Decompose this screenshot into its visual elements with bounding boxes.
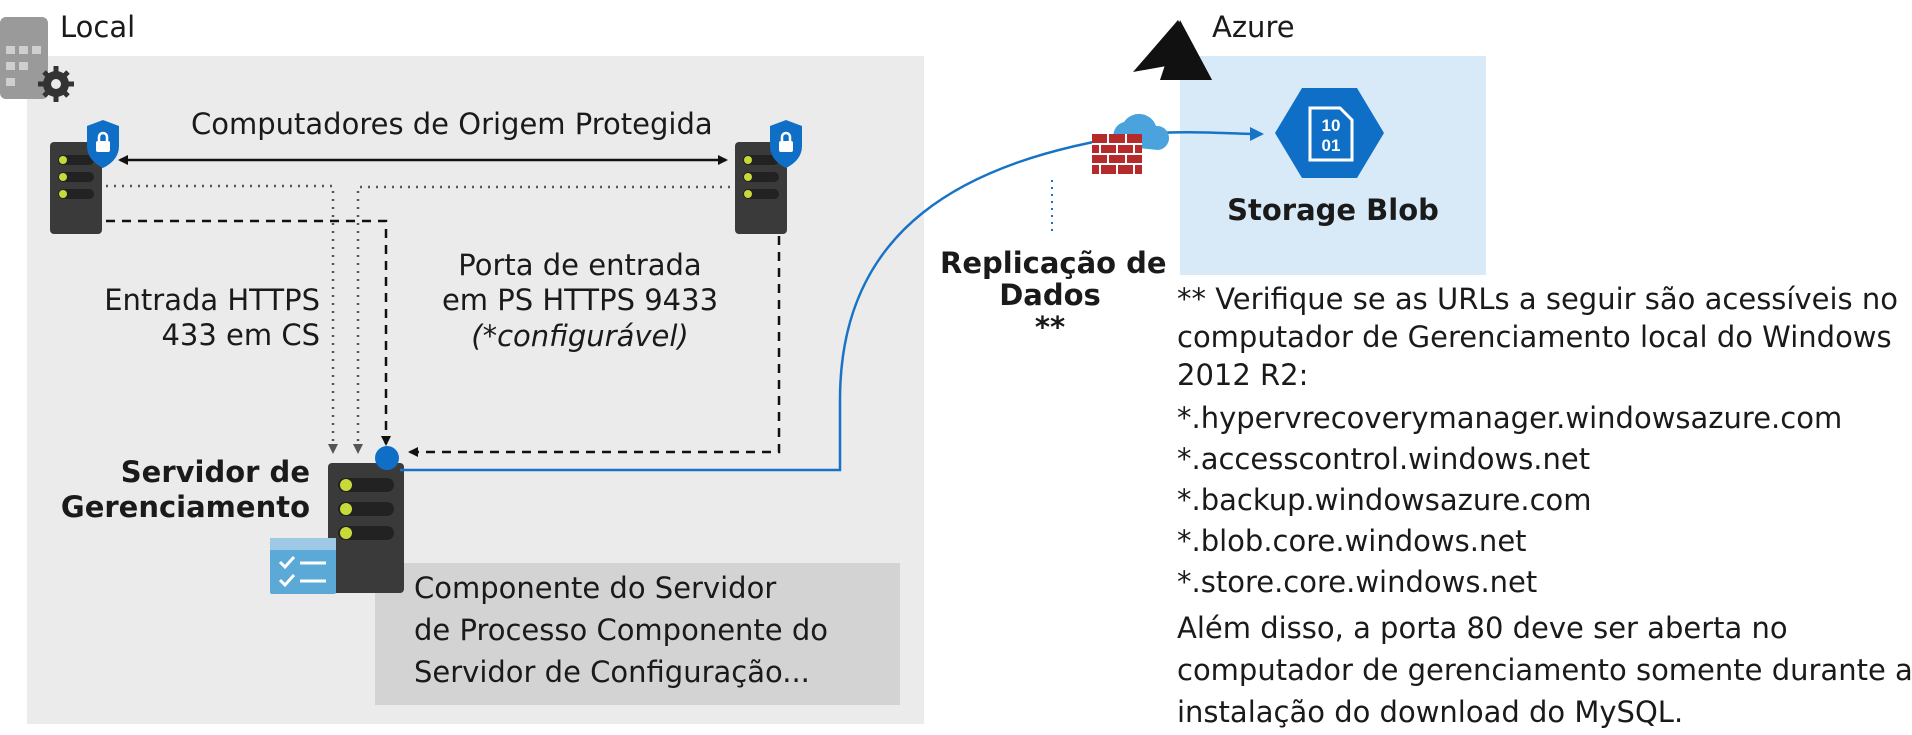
replication-line1: Replicação de — [940, 246, 1167, 280]
dashed-path-left — [106, 219, 391, 446]
svg-text:10: 10 — [1322, 116, 1341, 135]
component-line2: de Processo Componente do — [414, 613, 829, 647]
url-item: *.store.core.windows.net — [1177, 565, 1538, 599]
source-computers-label: Computadores de Origem Protegida — [191, 107, 713, 141]
azure-label: Azure — [1212, 10, 1295, 44]
url-item: *.blob.core.windows.net — [1177, 524, 1527, 558]
component-label: Componente do Servidor de Processo Compo… — [414, 567, 828, 693]
storage-blob-label: Storage Blob — [1227, 193, 1439, 227]
notes-extra-line3: instalação do download do MySQL. — [1177, 695, 1684, 729]
notes-panel: ** Verifique se as URLs a seguir são ace… — [1177, 280, 1912, 733]
https-in-cs-line2: 433 em CS — [161, 318, 320, 353]
url-item: *.accesscontrol.windows.net — [1177, 442, 1591, 476]
building-gear-icon — [0, 17, 74, 102]
notes-extra-line1: Além disso, a porta 80 deve ser aberta n… — [1177, 611, 1788, 645]
ps-port-line3: (*configurável) — [471, 318, 689, 353]
notes-intro-line3: 2012 R2: — [1177, 358, 1309, 392]
component-line3: Servidor de Configuração... — [414, 655, 810, 689]
azure-logo-icon — [1133, 20, 1212, 80]
replication-line3: ** — [1034, 310, 1066, 344]
firewall-cloud-icon — [1092, 113, 1170, 174]
shield-lock-icon-left — [87, 120, 119, 168]
checklist-icon — [270, 538, 336, 594]
https-in-cs-label: Entrada HTTPS 433 em CS — [98, 283, 320, 354]
ps-port-line2: em PS HTTPS 9433 — [441, 283, 719, 318]
management-server-icon — [328, 463, 404, 593]
ps-port-label: Porta de entrada em PS HTTPS 9433 (*conf… — [430, 248, 730, 354]
data-replication-label: Replicação de Dados ** — [940, 246, 1167, 344]
url-item: *.hypervrecoverymanager.windowsazure.com — [1177, 401, 1843, 435]
shield-lock-icon-right — [770, 120, 802, 168]
ps-port-line1: Porta de entrada — [458, 248, 702, 282]
replication-line2: Dados — [999, 278, 1101, 312]
notes-intro-line1: ** Verifique se as URLs a seguir são ace… — [1177, 282, 1898, 316]
local-label: Local — [60, 10, 136, 44]
storage-blob-icon: 10 01 — [1275, 88, 1384, 178]
notes-extra-line2: computador de gerenciamento somente dura… — [1177, 653, 1912, 687]
source-server-left-icon — [50, 142, 102, 234]
management-server-line1: Servidor de — [120, 455, 310, 489]
svg-text:01: 01 — [1322, 136, 1341, 155]
https-in-cs-line1: Entrada HTTPS — [104, 283, 320, 317]
notes-intro-line2: computador de Gerenciamento local do Win… — [1177, 320, 1892, 354]
management-server-line2: Gerenciamento — [60, 490, 310, 525]
replication-path — [400, 126, 1264, 472]
connection-dot — [375, 446, 399, 470]
url-item: *.backup.windowsazure.com — [1177, 483, 1592, 517]
management-server-label: Servidor de Gerenciamento — [40, 455, 310, 526]
source-server-right-icon — [735, 142, 787, 234]
component-box — [375, 563, 900, 705]
dashed-path-right — [408, 236, 781, 457]
component-line1: Componente do Servidor — [414, 571, 777, 605]
